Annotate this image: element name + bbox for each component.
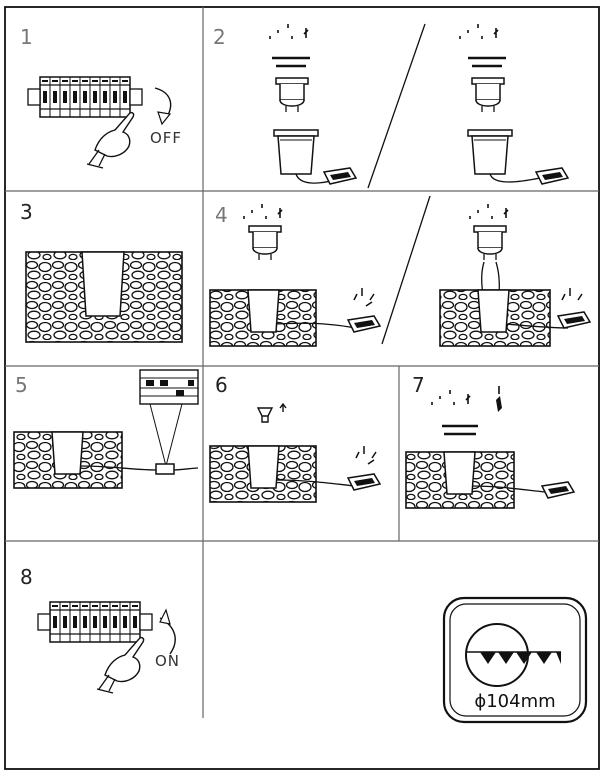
step-2-number: 2 <box>213 25 226 49</box>
on-label: ON <box>155 652 180 670</box>
lamp-housing-icon <box>247 289 280 333</box>
step-3-panel: 3 <box>20 200 183 343</box>
wire-spark-icon <box>353 288 375 307</box>
step-4-number: 4 <box>215 203 228 227</box>
step-1-number: 1 <box>20 25 33 49</box>
rotate-arrow-icon <box>154 87 172 126</box>
off-label: OFF <box>150 129 182 147</box>
step-5-panel: 5 <box>13 369 199 489</box>
lamp-housing-icon <box>273 129 319 175</box>
cable-line <box>489 173 541 183</box>
insert-arrow-icon <box>279 402 287 412</box>
step-5-number: 5 <box>15 373 28 397</box>
bulb-icon <box>256 407 274 423</box>
step-7-number: 7 <box>412 373 425 397</box>
step-8-panel: 8 ON <box>20 565 180 694</box>
cable-line <box>471 485 546 493</box>
step-1-panel: 1 OFF <box>20 25 182 169</box>
step-3-number: 3 <box>20 200 33 224</box>
cable-line <box>275 479 356 487</box>
step-8-number: 8 <box>20 565 33 589</box>
cutout-size-badge: ϕ104mm <box>442 596 588 724</box>
breaker-inset-icon <box>139 369 199 405</box>
glass-cover-icon <box>468 56 506 68</box>
step-2-panel: 2 <box>213 23 569 189</box>
glass-cover-icon <box>442 424 478 436</box>
wire-spark-icon <box>561 288 583 301</box>
step-4-panel: 4 <box>209 195 591 347</box>
lamp-housing-icon <box>443 451 476 495</box>
panel-divider <box>367 23 426 189</box>
step-6-panel: 6 <box>209 373 381 503</box>
rotate-arrow-icon <box>159 608 176 655</box>
lamp-housing-icon <box>467 129 513 175</box>
lamp-housing-icon <box>477 289 510 333</box>
breaker-switch-icon <box>27 76 143 118</box>
cable-line <box>275 322 356 329</box>
lamp-housing-icon <box>247 445 280 489</box>
glass-cover-icon <box>272 56 310 68</box>
step-6-number: 6 <box>215 373 228 397</box>
wall-hole-icon <box>81 251 125 317</box>
panel-divider <box>381 195 431 345</box>
breaker-switch-icon <box>37 601 153 643</box>
wire-spark-icon <box>355 446 377 465</box>
cutout-diameter-label: ϕ104mm <box>474 691 555 712</box>
step-7-panel: 7 <box>405 373 575 509</box>
connector-box-icon <box>155 463 175 475</box>
lamp-housing-icon <box>51 431 84 475</box>
cutter-icon <box>465 623 561 687</box>
